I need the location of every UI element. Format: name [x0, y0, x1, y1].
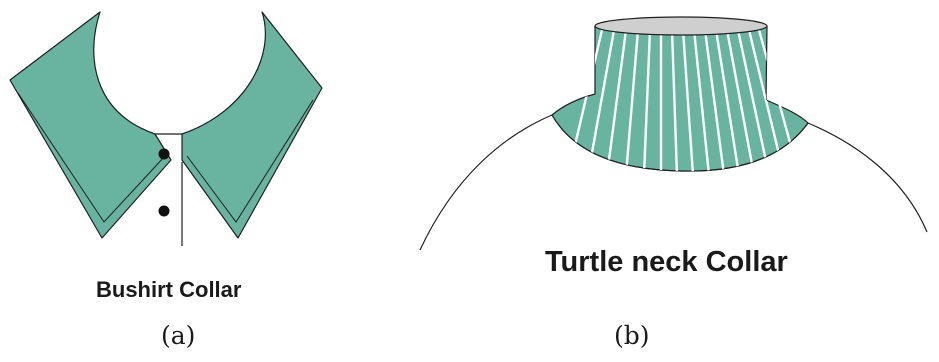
collar-right-wing	[182, 12, 322, 238]
shirt-button-lower	[159, 206, 170, 217]
panel-b-label: (b)	[614, 321, 650, 350]
turtle-neck-collar	[552, 17, 808, 175]
bushirt-collar-title: Bushirt Collar	[96, 277, 241, 303]
collar-neck-opening	[595, 17, 767, 35]
turtle-neck-collar-title: Turtle neck Collar	[545, 246, 788, 279]
turtle-neck-drawing	[420, 17, 927, 250]
collar-rib-body	[552, 26, 808, 171]
shirt-button-upper	[159, 149, 170, 160]
bushirt-collar-drawing	[10, 12, 322, 246]
panel-a-label: (a)	[161, 321, 195, 350]
collar-left-wing	[10, 12, 171, 238]
